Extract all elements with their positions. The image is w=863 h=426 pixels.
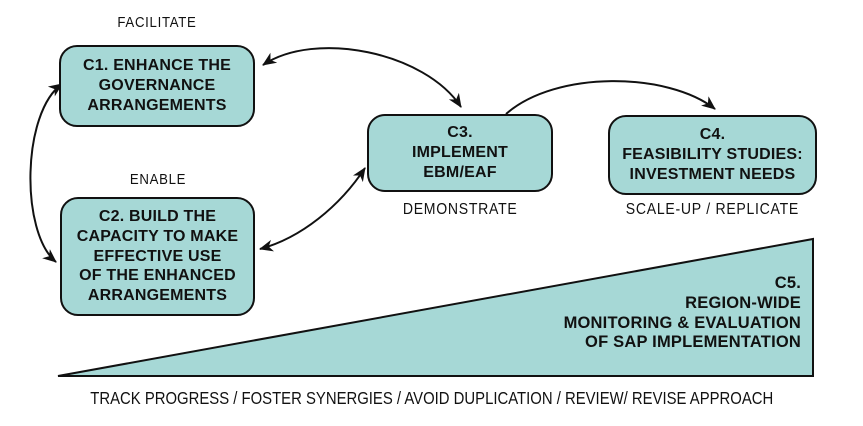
box-c3-text: C3. IMPLEMENT EBM/EAF — [411, 124, 509, 181]
box-c2-text: C2. BUILD THE CAPACITY TO MAKE EFFECTIVE… — [76, 207, 239, 305]
label-facilitate-text: FACILITATE — [117, 14, 197, 31]
label-scale-up-replicate: SCALE-UP / REPLICATE — [608, 201, 817, 219]
label-enable-text: ENABLE — [129, 171, 186, 188]
caption-bottom-text: TRACK PROGRESS / FOSTER SYNERGIES / AVOI… — [89, 388, 773, 408]
caption-bottom: TRACK PROGRESS / FOSTER SYNERGIES / AVOI… — [0, 388, 863, 409]
arrow-c1-c3 — [262, 47, 462, 108]
label-scale-up-replicate-text: SCALE-UP / REPLICATE — [625, 201, 800, 218]
box-c4: C4. FEASIBILITY STUDIES: INVESTMENT NEED… — [608, 115, 817, 195]
triangle-c5 — [57, 237, 814, 377]
box-c1-text: C1. ENHANCE THE GOVERNANCE ARRANGEMENTS — [83, 57, 231, 114]
arrow-c2-c3 — [259, 167, 366, 252]
label-demonstrate: DEMONSTRATE — [367, 201, 553, 219]
arrow-c1-c2 — [29, 83, 63, 263]
box-c2: C2. BUILD THE CAPACITY TO MAKE EFFECTIVE… — [60, 197, 255, 316]
box-c4-text: C4. FEASIBILITY STUDIES: INVESTMENT NEED… — [622, 126, 803, 183]
label-demonstrate-text: DEMONSTRATE — [402, 201, 518, 218]
arrow-c3-c4 — [505, 80, 716, 115]
box-c1: C1. ENHANCE THE GOVERNANCE ARRANGEMENTS — [59, 45, 255, 127]
label-enable: ENABLE — [60, 171, 255, 188]
box-c3: C3. IMPLEMENT EBM/EAF — [367, 114, 553, 192]
c5-text: C5. REGION-WIDE MONITORING & EVALUATION … — [563, 274, 801, 352]
label-facilitate: FACILITATE — [59, 14, 255, 31]
